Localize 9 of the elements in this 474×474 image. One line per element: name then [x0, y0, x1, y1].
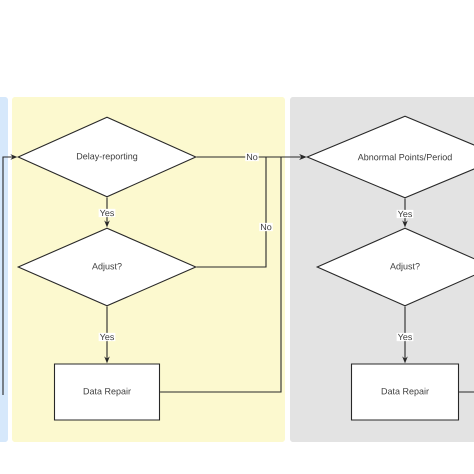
edge-label: Yes [398, 210, 412, 218]
connector-line [459, 391, 474, 393]
edge-label: No [247, 154, 258, 160]
process-box: Data Repair [350, 363, 460, 421]
edge-label: Yes [100, 334, 114, 340]
edge-label: Yes [398, 334, 412, 340]
edge-label: Yes [100, 210, 114, 216]
edge-label: No [261, 224, 272, 230]
process-box: Data Repair [54, 363, 160, 421]
